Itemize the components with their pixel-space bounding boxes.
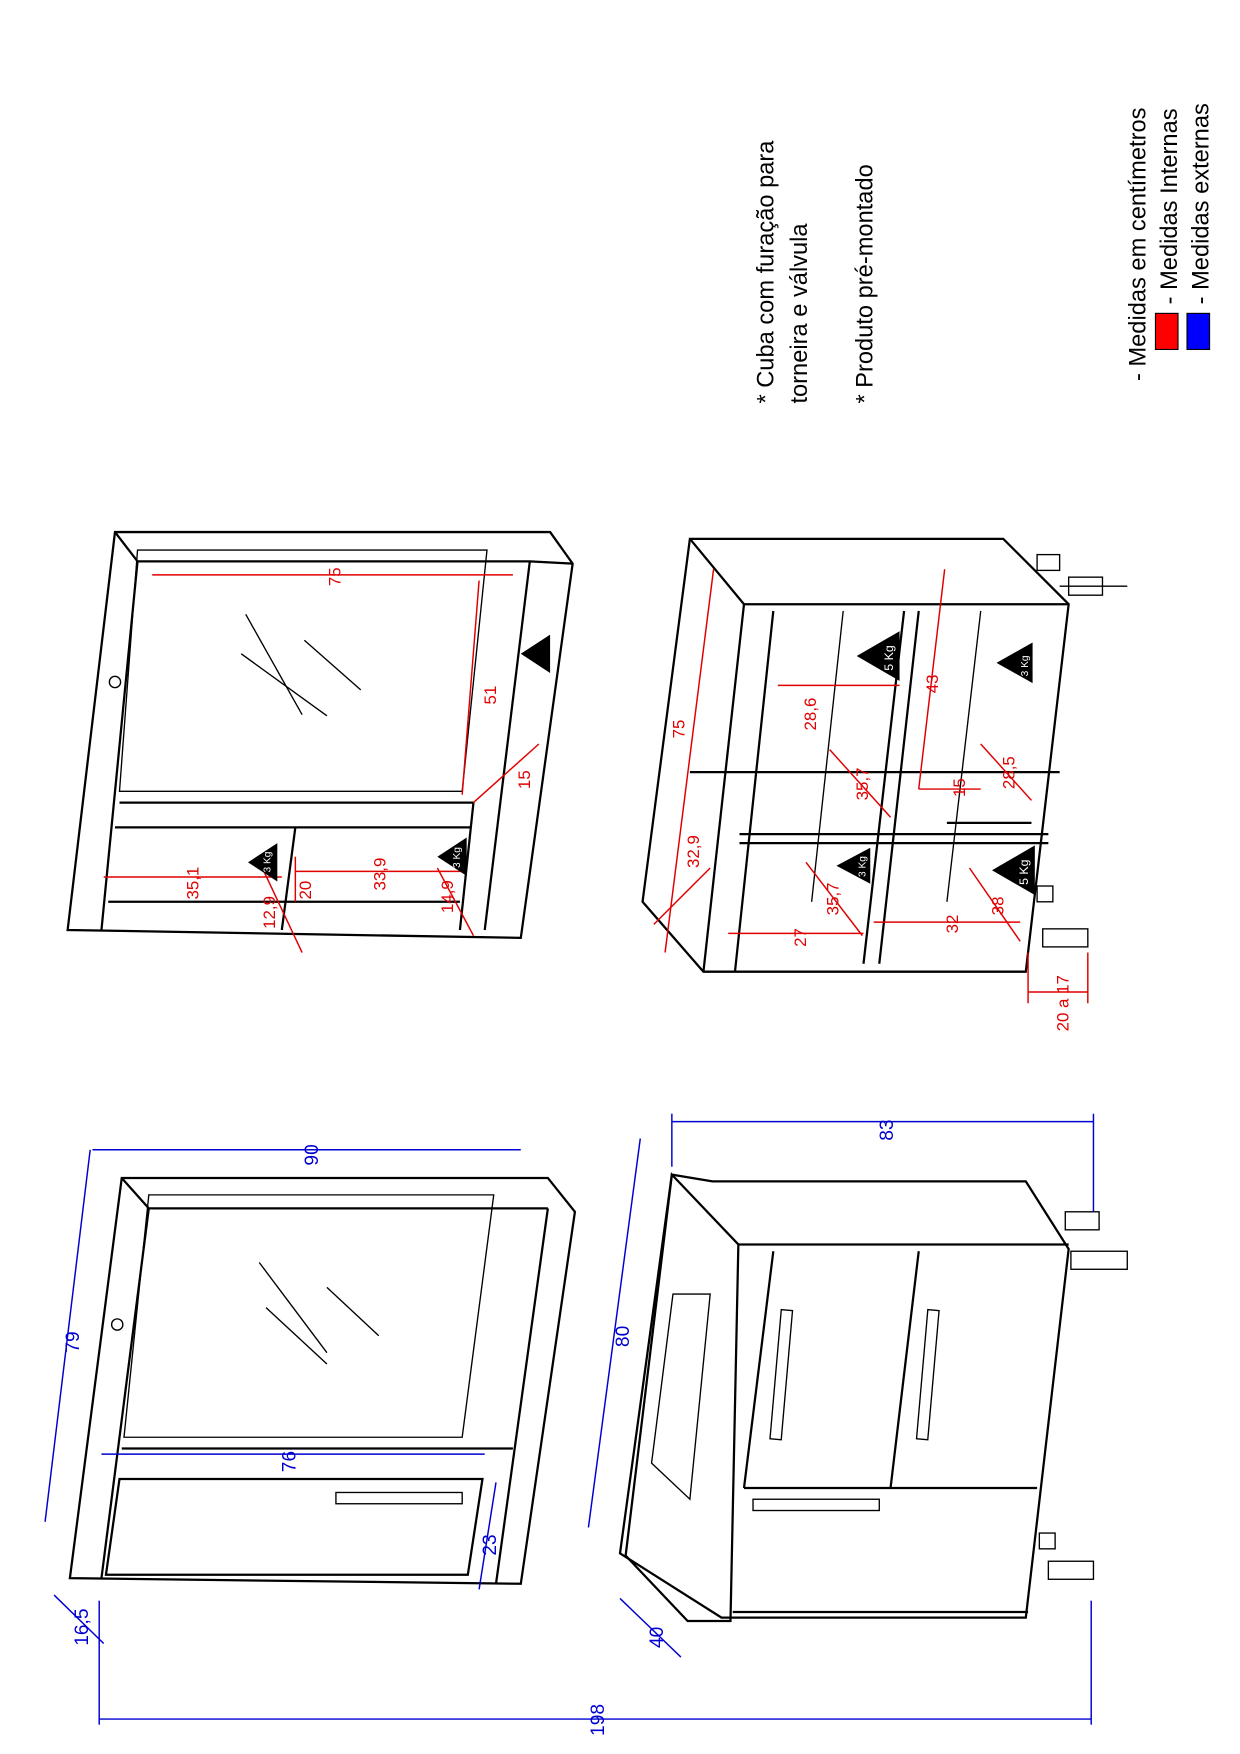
dim-83: 83 (877, 1119, 898, 1140)
dim-12-9: 12,9 (260, 896, 279, 929)
dim-38: 38 (988, 897, 1007, 916)
note-cuba: * Cuba com furação para (753, 140, 779, 404)
weight-icon (996, 642, 1033, 684)
legend-swatch-external (1186, 312, 1211, 351)
weight-label: 5 Kg (1017, 859, 1031, 885)
vanity-cabinet-external-view: 83 80 40 (587, 1113, 1128, 1658)
mirror-cabinet-internal-view: 75 51 15 35,1 12,9 20 33,9 14,9 3 Kg 3 K… (66, 530, 574, 953)
weight-label: 5 Kg (882, 645, 896, 671)
weight-label: 3 Kg (452, 847, 463, 868)
dim-33-9: 33,9 (371, 858, 390, 891)
dim-75: 75 (669, 720, 688, 739)
dim-35-7: 35,7 (824, 882, 843, 915)
weight-icon (437, 837, 467, 876)
legend-title: - Medidas em centímetros (1125, 108, 1151, 381)
weight-icon (248, 843, 278, 882)
weight-label: 3 Kg (263, 852, 274, 873)
dim-15: 15 (515, 770, 534, 789)
dim-32: 32 (943, 915, 962, 934)
dim-90: 90 (302, 1144, 323, 1165)
dim-15: 15 (950, 778, 969, 797)
weight-icon (856, 631, 900, 681)
dim-35-7: 35,7 (853, 767, 872, 800)
dim-20: 20 (296, 881, 315, 900)
dim-16-5: 16,5 (72, 1608, 93, 1645)
dim-79: 79 (63, 1331, 84, 1352)
dim-27: 27 (791, 928, 810, 947)
legend: - Medidas em centímetros - Medidas Inter… (1125, 103, 1214, 381)
weight-icon (992, 845, 1035, 896)
dim-76: 76 (279, 1451, 300, 1472)
drawer-handle (752, 1498, 880, 1512)
weight-label: 3 Kg (858, 856, 869, 877)
dim-43: 43 (923, 674, 942, 693)
door-handle (769, 1308, 794, 1441)
dim-80: 80 (613, 1326, 634, 1347)
dim-35-1: 35,1 (183, 867, 202, 900)
dim-28-5: 28,5 (1000, 756, 1019, 789)
weight-icon (836, 847, 871, 884)
note-pre-montado: * Produto pré-montado (853, 164, 879, 403)
dim-51: 51 (481, 686, 500, 705)
dim-23: 23 (480, 1534, 501, 1555)
dim-28-6: 28,6 (801, 698, 820, 731)
weight-label: 3 Kg (1020, 656, 1031, 677)
notes: * Cuba com furação para torneira e válvu… (753, 140, 878, 404)
dim-75: 75 (325, 567, 344, 586)
legend-internal: - Medidas Internas (1157, 108, 1183, 304)
mirror-cabinet-external-view: 90 79 76 23 16,5 (44, 1144, 577, 1646)
weight-icon (520, 634, 551, 673)
dim-20-a-17: 20 a 17 (1054, 975, 1073, 1031)
dim-40: 40 (647, 1627, 668, 1648)
legend-swatch-internal (1154, 312, 1179, 351)
door-handle (915, 1308, 940, 1441)
dim-198: 198 (588, 1704, 609, 1736)
overall-height-dimension: 198 (98, 1600, 1092, 1736)
dim-14-9: 14,9 (438, 880, 457, 913)
legend-external: - Medidas externas (1188, 103, 1214, 304)
dim-32-9: 32,9 (684, 835, 703, 868)
vanity-cabinet-internal-view: 75 32,9 28,6 35,7 43 15 28,5 35,7 27 32 … (641, 537, 1128, 1031)
note-cuba-2: torneira e válvula (787, 223, 813, 404)
drawer-handle (335, 1491, 463, 1505)
